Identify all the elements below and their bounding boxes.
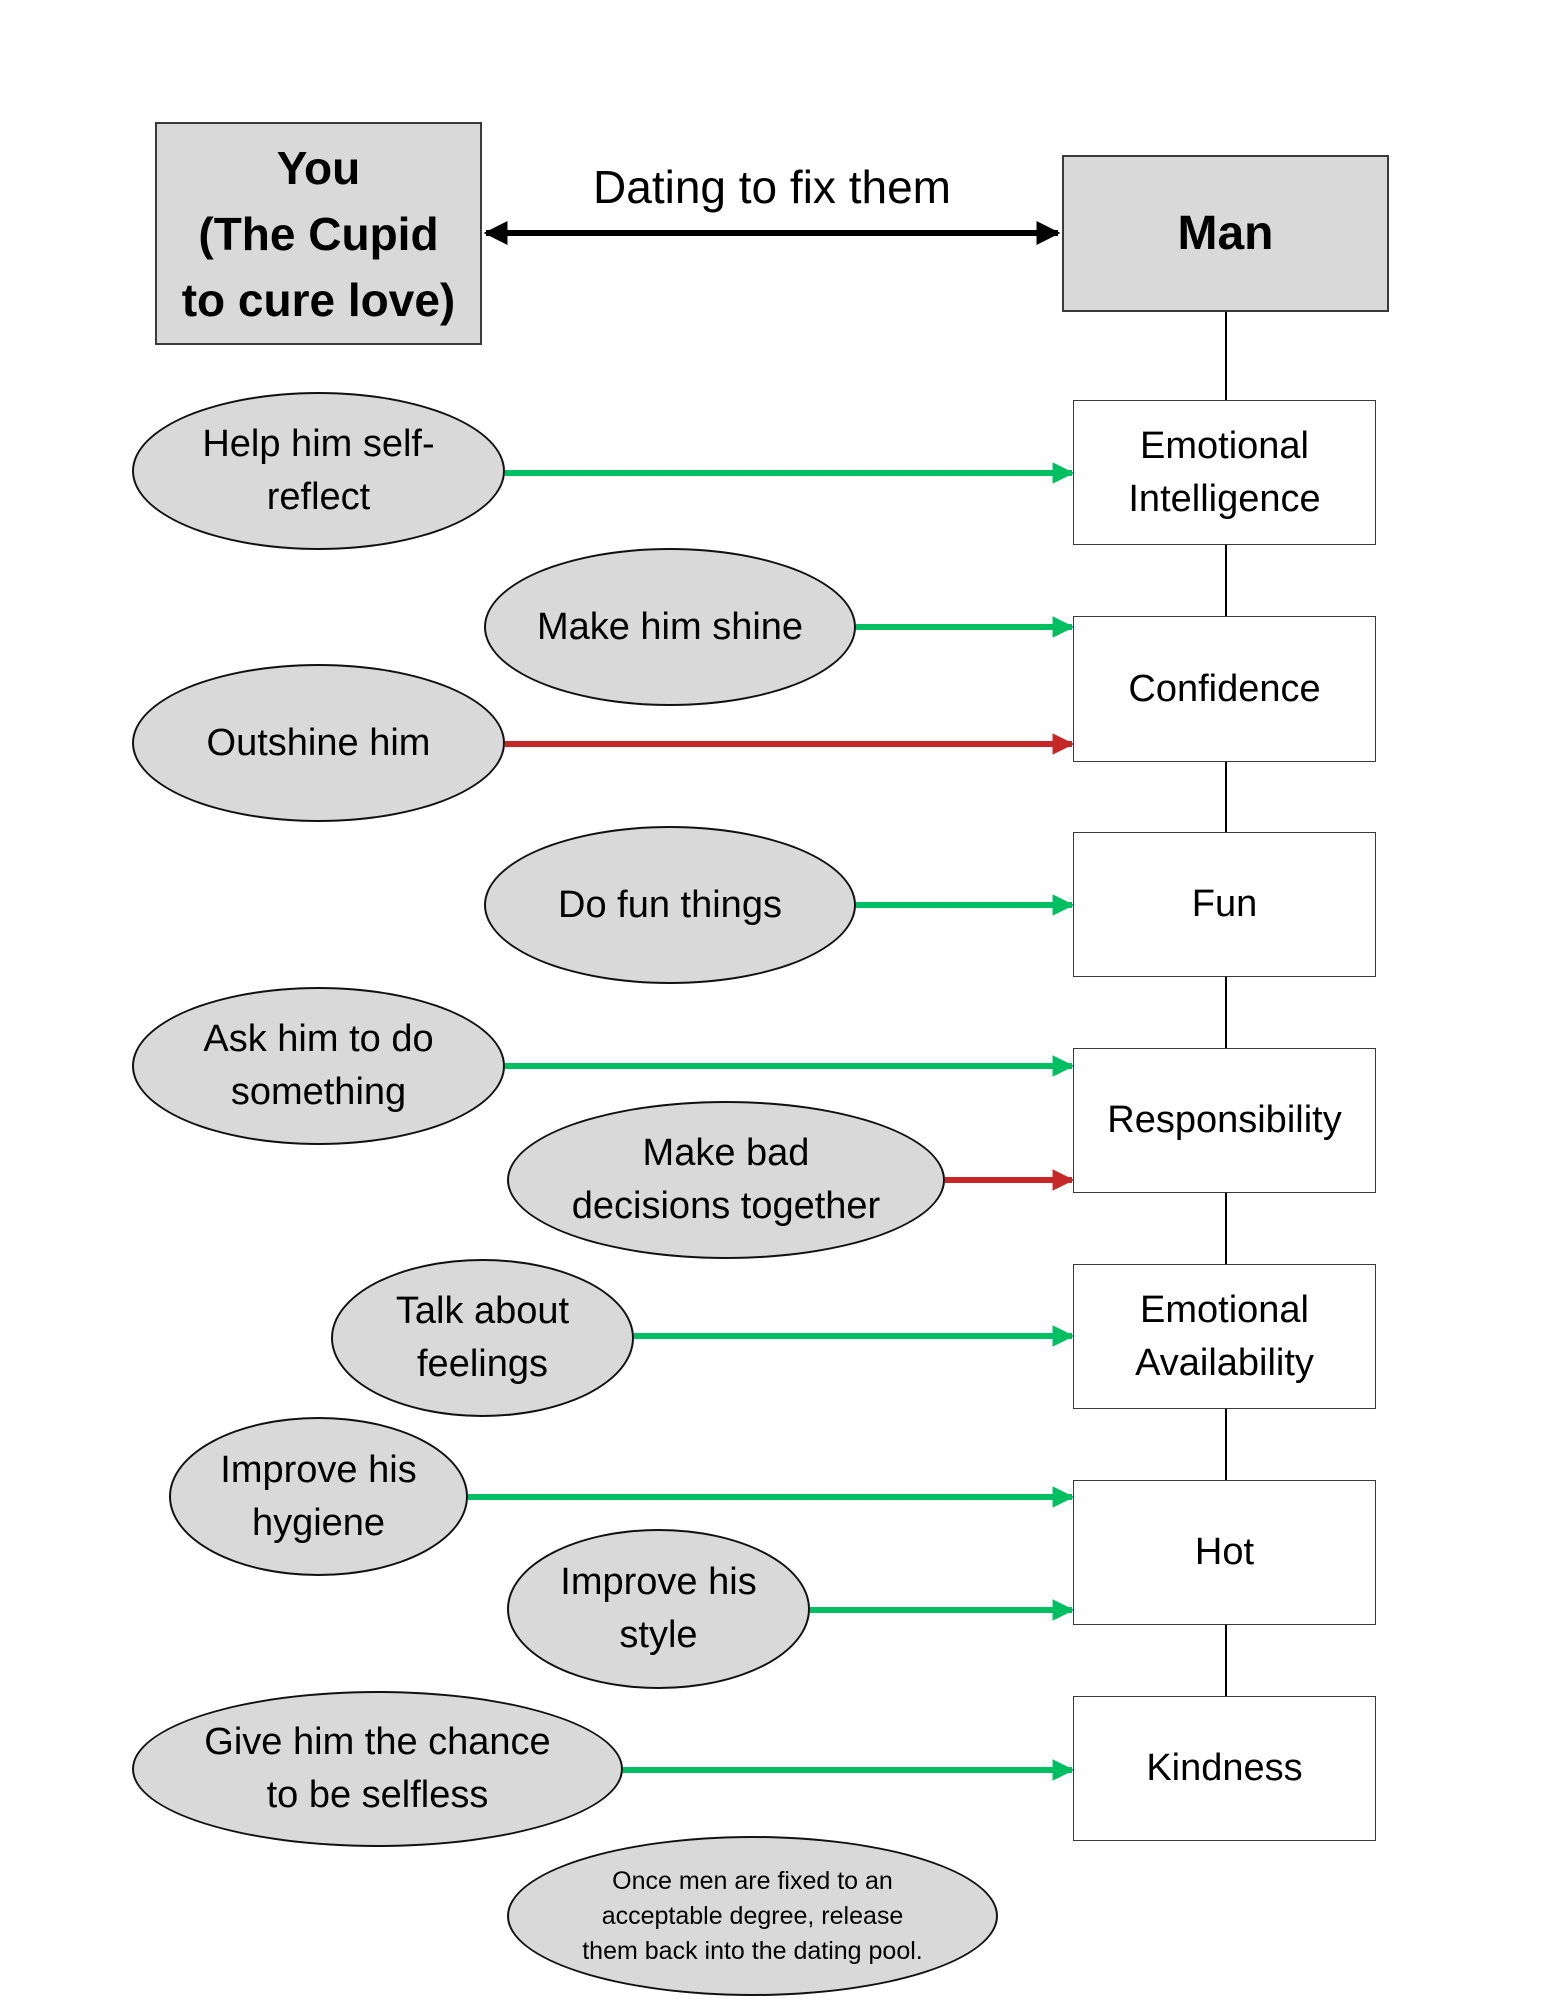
action-label: Help him self- reflect — [202, 423, 435, 518]
quality-confidence: Confidence — [1073, 616, 1376, 762]
man-node-label: Man — [1177, 207, 1274, 260]
release-note: Once men are fixed to an acceptable degr… — [507, 1836, 998, 1996]
release-note-label: Once men are fixed to an acceptable degr… — [582, 1866, 923, 1965]
action-label: Ask him to do something — [203, 1018, 434, 1113]
quality-responsibility: Responsibility — [1073, 1048, 1376, 1193]
action-label: Improve his style — [560, 1561, 757, 1656]
action-label: Make him shine — [536, 605, 804, 648]
quality-label: Emotional Availability — [1135, 1288, 1314, 1384]
you-node: You (The Cupid to cure love) — [155, 122, 482, 345]
relation-label: Dating to fix them — [593, 161, 951, 213]
action-label: Make bad decisions together — [571, 1132, 881, 1227]
action-label: Do fun things — [558, 883, 782, 926]
quality-label: Hot — [1194, 1531, 1255, 1573]
action-make-bad-decisions: Make bad decisions together — [507, 1101, 945, 1259]
quality-hot: Hot — [1073, 1480, 1376, 1625]
action-label: Talk about feelings — [395, 1290, 570, 1385]
action-chance-to-be-selfless: Give him the chance to be selfless — [132, 1691, 623, 1847]
quality-kindness: Kindness — [1073, 1696, 1376, 1841]
man-node: Man — [1062, 155, 1389, 312]
quality-label: Emotional Intelligence — [1128, 424, 1321, 520]
action-talk-about-feelings: Talk about feelings — [331, 1259, 634, 1417]
action-ask-him-to-do-something: Ask him to do something — [132, 987, 505, 1145]
action-help-self-reflect: Help him self- reflect — [132, 392, 505, 550]
action-make-him-shine: Make him shine — [484, 548, 856, 706]
action-label: Give him the chance to be selfless — [204, 1721, 551, 1816]
action-do-fun-things: Do fun things — [484, 826, 856, 984]
action-improve-style: Improve his style — [507, 1529, 810, 1689]
action-outshine-him: Outshine him — [132, 664, 505, 822]
action-label: Improve his hygiene — [220, 1448, 417, 1544]
quality-label: Fun — [1191, 883, 1258, 925]
quality-emotional-intelligence: Emotional Intelligence — [1073, 400, 1376, 545]
you-node-label: You (The Cupid to cure love) — [181, 141, 456, 326]
quality-fun: Fun — [1073, 832, 1376, 977]
action-improve-hygiene: Improve his hygiene — [169, 1417, 468, 1576]
quality-label: Responsibility — [1107, 1099, 1342, 1141]
quality-emotional-availability: Emotional Availability — [1073, 1264, 1376, 1409]
quality-label: Confidence — [1128, 667, 1321, 710]
action-label: Outshine him — [206, 721, 431, 764]
quality-label: Kindness — [1146, 1747, 1303, 1789]
